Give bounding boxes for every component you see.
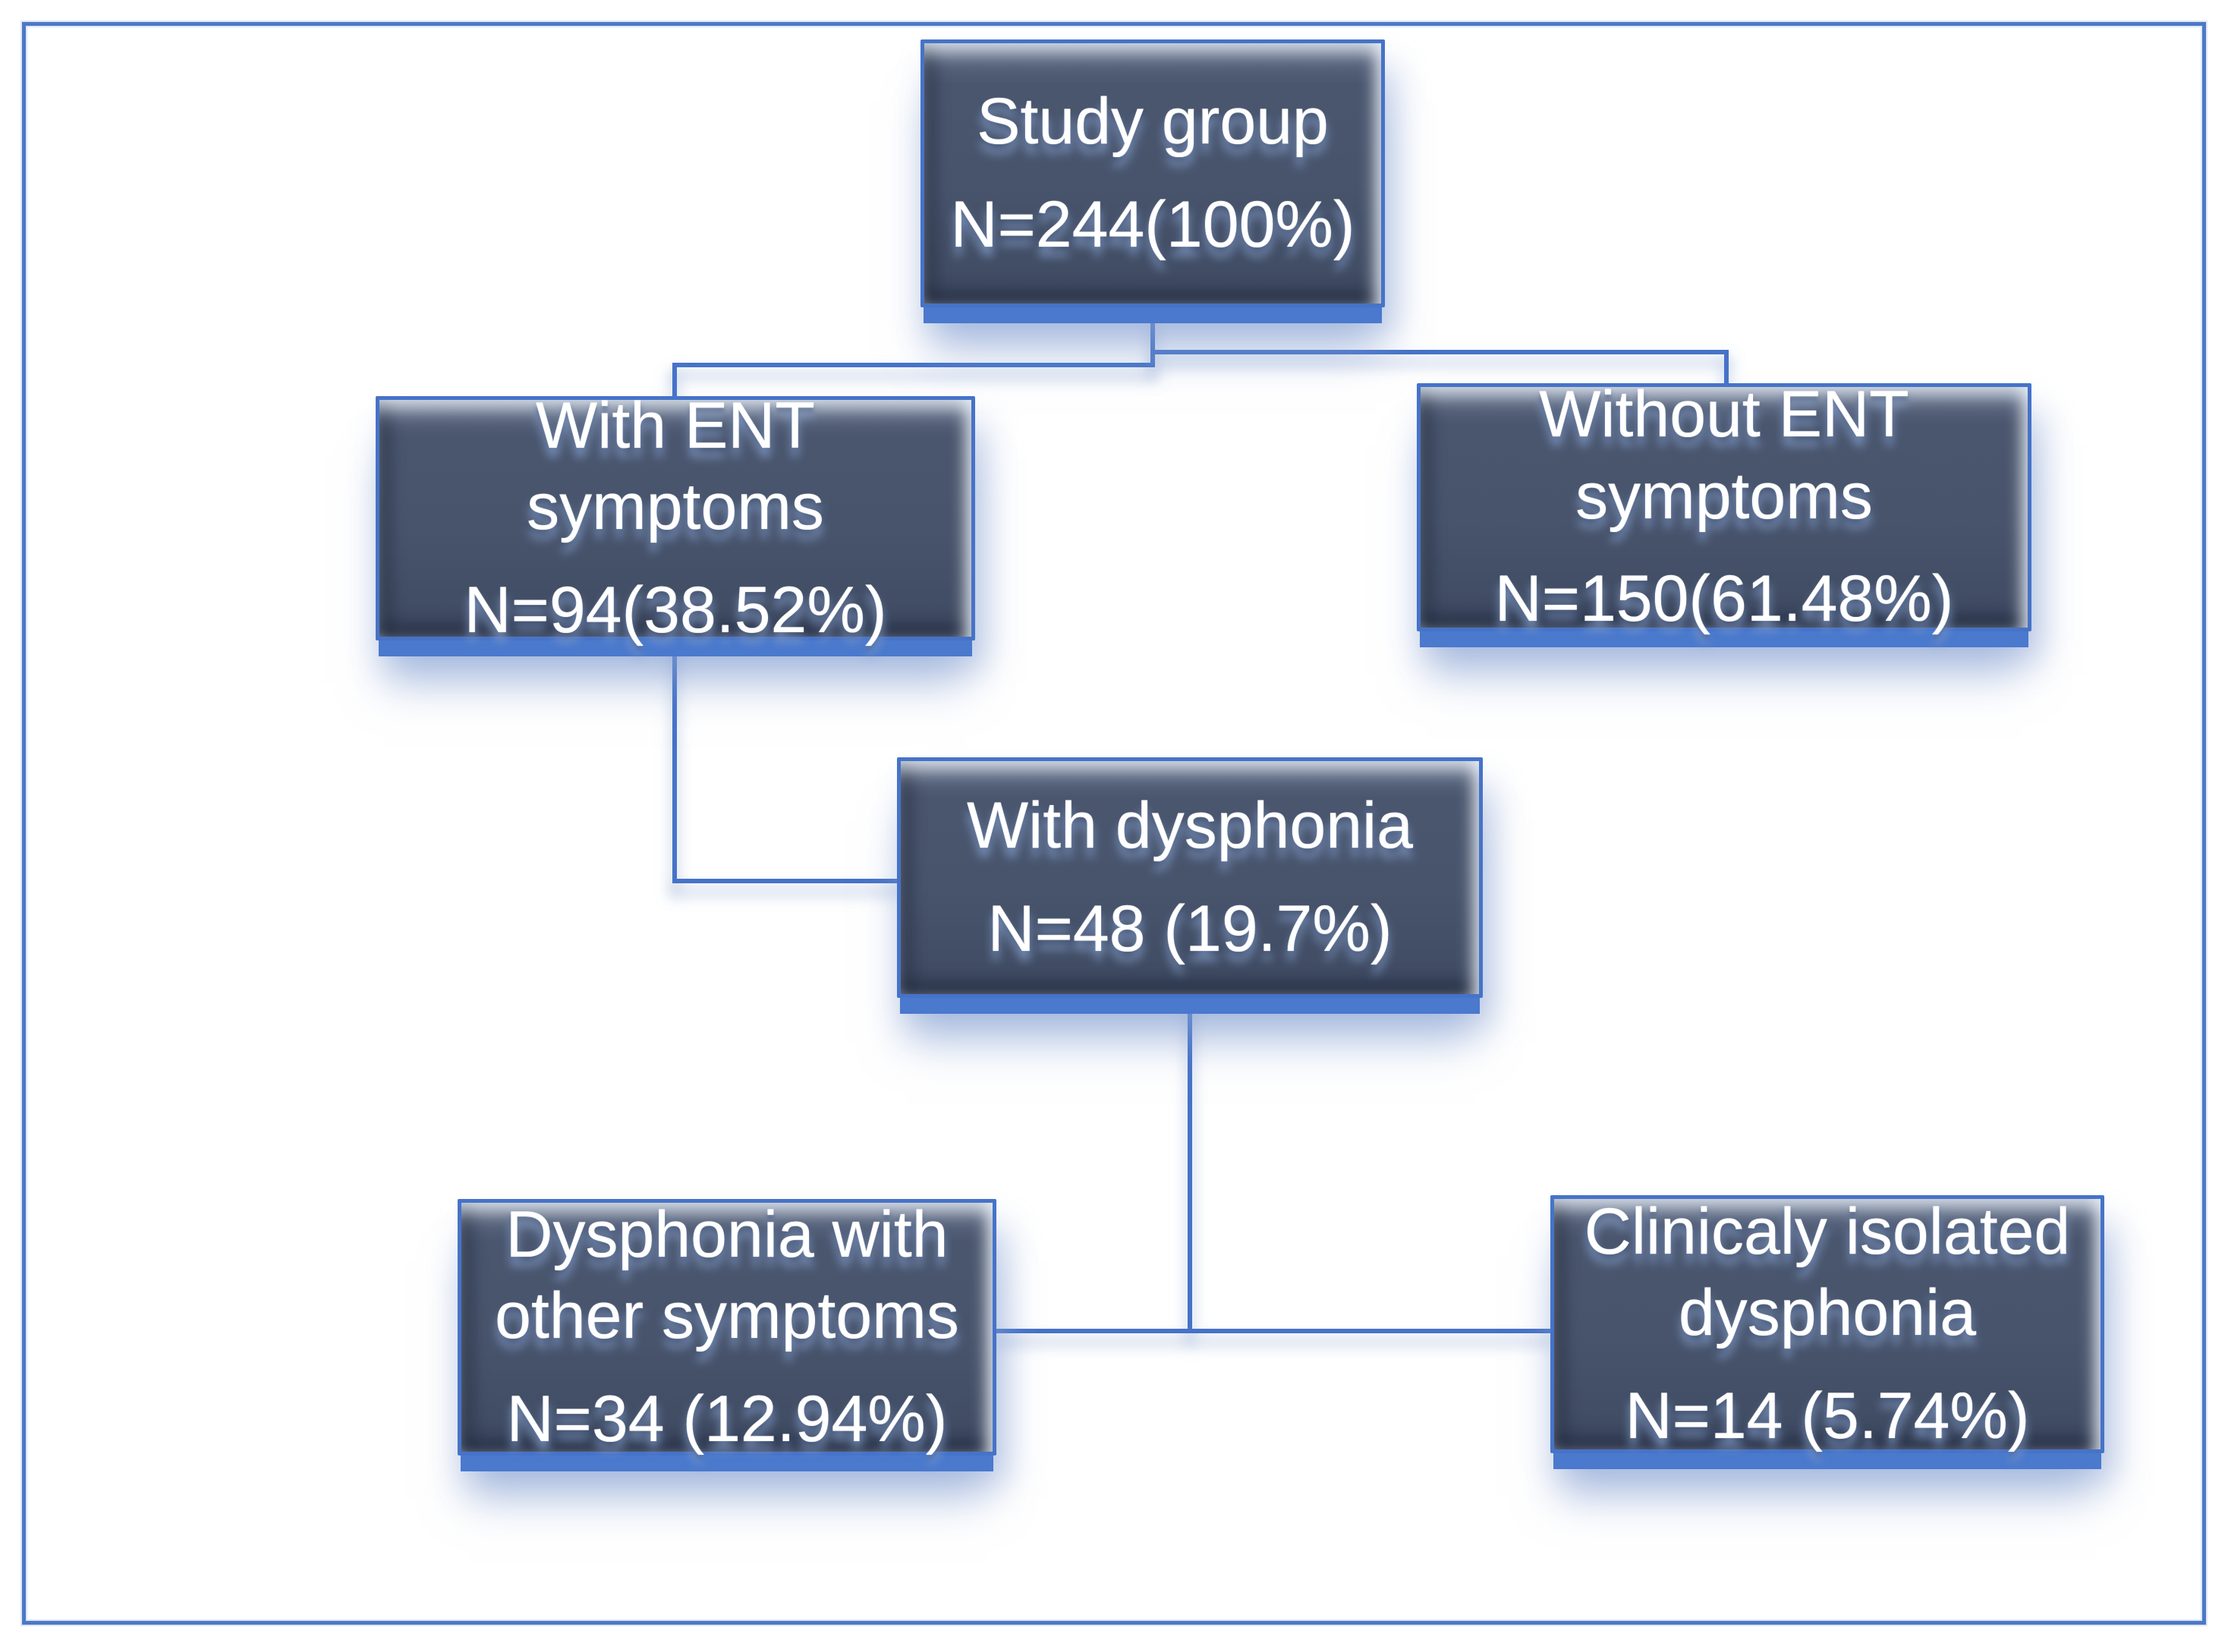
connector-dysphonia-stem — [1188, 999, 1192, 1333]
node-count: N=150(61.48%) — [1494, 562, 1954, 636]
node-label-line: Dysphonia with — [505, 1197, 949, 1271]
node-count: N=14 (5.74%) — [1625, 1379, 2030, 1452]
connector-with-ent-to-dysphonia-horizontal — [672, 879, 902, 883]
flow-node-without-ent-symptoms: Without ENT symptoms N=150(61.48%) — [1417, 378, 2031, 635]
node-count: N=94(38.52%) — [464, 573, 887, 647]
node-label-line: symptoms — [527, 470, 824, 544]
node-label-line: Without ENT — [1539, 378, 1909, 452]
flow-node-with-dysphonia: With dysphonia N=48 (19.7%) — [897, 757, 1483, 998]
node-label-line: Study group — [977, 85, 1329, 158]
node-label: With ENT symptoms — [527, 385, 824, 549]
node-label: Clinicaly isolated dysphonia — [1584, 1191, 2071, 1355]
connector-dysphonia-children-horizontal — [996, 1329, 1552, 1333]
connector-study-to-without-ent-vertical — [1724, 350, 1729, 388]
node-label: Without ENT symptoms — [1539, 374, 1909, 537]
connector-study-to-with-ent-vertical — [672, 363, 677, 401]
flow-node-clinically-isolated-dysphonia: Clinicaly isolated dysphonia N=14 (5.74%… — [1550, 1195, 2104, 1453]
connector-study-to-without-ent-horizontal — [1153, 350, 1729, 354]
node-label-line: other symptoms — [495, 1279, 959, 1353]
node-label-line: Clinicaly isolated — [1584, 1194, 2071, 1268]
node-label: Study group — [977, 81, 1329, 163]
figure-border — [22, 22, 2206, 1625]
node-count: N=34 (12.94%) — [506, 1382, 948, 1455]
node-label-line: dysphonia — [1678, 1276, 1977, 1350]
flow-node-with-ent-symptoms: With ENT symptoms N=94(38.52%) — [376, 389, 975, 647]
flow-node-study-group: Study group N=244(100%) — [920, 39, 1385, 307]
flow-node-dysphonia-with-other-symptoms: Dysphonia with other symptoms N=34 (12.9… — [458, 1198, 996, 1455]
connector-with-ent-to-dysphonia-vertical — [672, 642, 677, 883]
node-label-line: With ENT — [536, 389, 815, 462]
node-label-line: symptoms — [1575, 459, 1873, 533]
node-label: Dysphonia with other symptoms — [495, 1194, 959, 1358]
node-count: N=48 (19.7%) — [987, 892, 1392, 965]
connector-study-stem — [1150, 317, 1155, 367]
node-label: With dysphonia — [967, 785, 1413, 867]
node-count: N=244(100%) — [950, 187, 1355, 261]
connector-study-to-with-ent-horizontal — [672, 363, 1155, 367]
node-label-line: With dysphonia — [967, 789, 1413, 862]
